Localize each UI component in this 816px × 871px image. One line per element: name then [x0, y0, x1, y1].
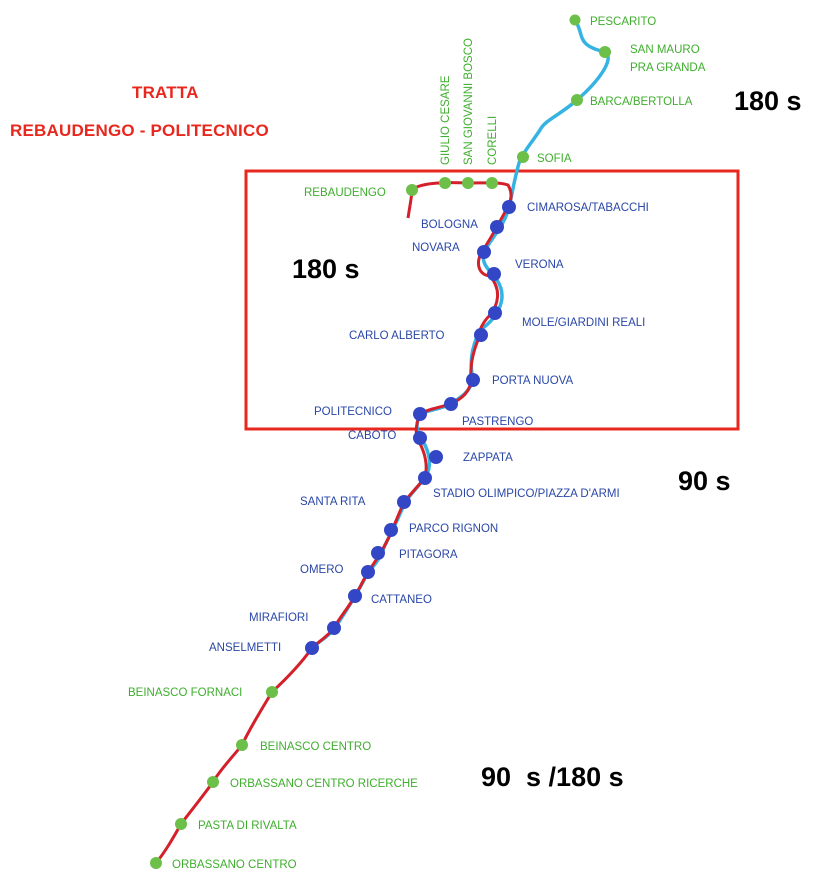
station-marker-barca-bertolla [571, 94, 583, 106]
station-marker-mole [488, 306, 502, 320]
station-label-pastrengo: PASTRENGO [462, 416, 533, 428]
station-label-corelli: CORELLI [487, 116, 499, 165]
station-label-verona: VERONA [515, 259, 564, 271]
station-label-san-giovanni-bosco: SAN GIOVANNI BOSCO [463, 38, 475, 165]
station-label-san-mauro-2: PRA GRANDA [630, 62, 706, 74]
station-label-sofia: SOFIA [537, 153, 572, 165]
station-label-pitagora: PITAGORA [399, 549, 458, 561]
station-marker-corelli [486, 177, 498, 189]
station-label-anselmetti: ANSELMETTI [209, 642, 281, 654]
station-marker-cimarosa [502, 200, 516, 214]
station-marker-orbassano-ricerche [207, 776, 219, 788]
station-label-barca-bertolla: BARCA/BERTOLLA [590, 96, 693, 108]
station-label-novara: NOVARA [412, 242, 460, 254]
station-marker-porta-nuova [466, 373, 480, 387]
station-label-cimarosa: CIMAROSA/TABACCHI [527, 202, 649, 214]
station-marker-rebaudengo [406, 184, 418, 196]
station-marker-cattaneo [348, 589, 362, 603]
station-marker-orbassano-centro [150, 857, 162, 869]
station-marker-pescarito [569, 14, 581, 26]
station-label-mole: MOLE/GIARDINI REALI [522, 317, 645, 329]
station-label-beinasco-centro: BEINASCO CENTRO [260, 741, 371, 753]
station-label-omero: OMERO [300, 564, 344, 576]
station-marker-politecnico [413, 407, 427, 421]
headway-central: 180 s [292, 254, 360, 284]
station-marker-beinasco-fornaci [266, 686, 278, 698]
surface-stations [150, 14, 611, 869]
station-label-beinasco-fornaci: BEINASCO FORNACI [128, 687, 242, 699]
station-label-rebaudengo: REBAUDENGO [304, 187, 386, 199]
station-label-san-mauro-1: SAN MAURO [630, 44, 700, 56]
station-marker-giulio-cesare [439, 177, 451, 189]
section-frame-rebaudengo-politecnico [244, 169, 740, 431]
station-label-caboto: CABOTO [348, 430, 396, 442]
headway-south: 90 s /180 s [481, 762, 624, 792]
station-label-cattaneo: CATTANEO [371, 594, 432, 606]
station-marker-anselmetti [305, 641, 319, 655]
station-label-orbassano-centro: ORBASSANO CENTRO [172, 859, 297, 871]
station-label-porta-nuova: PORTA NUOVA [492, 375, 573, 387]
station-label-pasta-di-rivalta: PASTA DI RIVALTA [198, 820, 297, 832]
station-label-orbassano-ricerche: ORBASSANO CENTRO RICERCHE [230, 778, 418, 790]
station-marker-novara [477, 245, 491, 259]
station-marker-san-mauro [599, 46, 611, 58]
station-marker-san-giovanni-bosco [462, 177, 474, 189]
station-marker-stadio [418, 471, 432, 485]
headway-middle: 90 s [678, 466, 731, 496]
section-title-line1: TRATTA [132, 83, 199, 102]
station-marker-beinasco-centro [236, 739, 248, 751]
station-marker-omero [361, 565, 375, 579]
station-marker-zappata [429, 450, 443, 464]
station-marker-mirafiori [327, 621, 341, 635]
station-label-bologna: BOLOGNA [421, 219, 478, 231]
station-marker-sofia [517, 151, 529, 163]
station-label-mirafiori: MIRAFIORI [249, 612, 308, 624]
station-marker-parco-rignon [384, 523, 398, 537]
station-label-politecnico: POLITECNICO [314, 406, 392, 418]
station-label-parco-rignon: PARCO RIGNON [409, 523, 498, 535]
station-marker-bologna [490, 220, 504, 234]
station-marker-pitagora [371, 546, 385, 560]
station-label-giulio-cesare: GIULIO CESARE [440, 75, 452, 165]
station-label-santa-rita: SANTA RITA [300, 496, 366, 508]
station-label-pescarito: PESCARITO [590, 16, 656, 28]
station-marker-verona [487, 267, 501, 281]
station-marker-pastrengo [444, 397, 458, 411]
station-marker-caboto [413, 431, 427, 445]
station-marker-pasta-di-rivalta [175, 818, 187, 830]
station-label-carlo-alberto: CARLO ALBERTO [349, 330, 445, 342]
headway-north: 180 s [734, 86, 802, 116]
section-title-line2: REBAUDENGO - POLITECNICO [10, 121, 269, 140]
station-label-zappata: ZAPPATA [463, 452, 513, 464]
station-marker-carlo-alberto [474, 328, 488, 342]
station-label-stadio: STADIO OLIMPICO/PIAZZA D'ARMI [433, 488, 620, 500]
station-marker-santa-rita [397, 495, 411, 509]
underground-stations [305, 200, 516, 655]
